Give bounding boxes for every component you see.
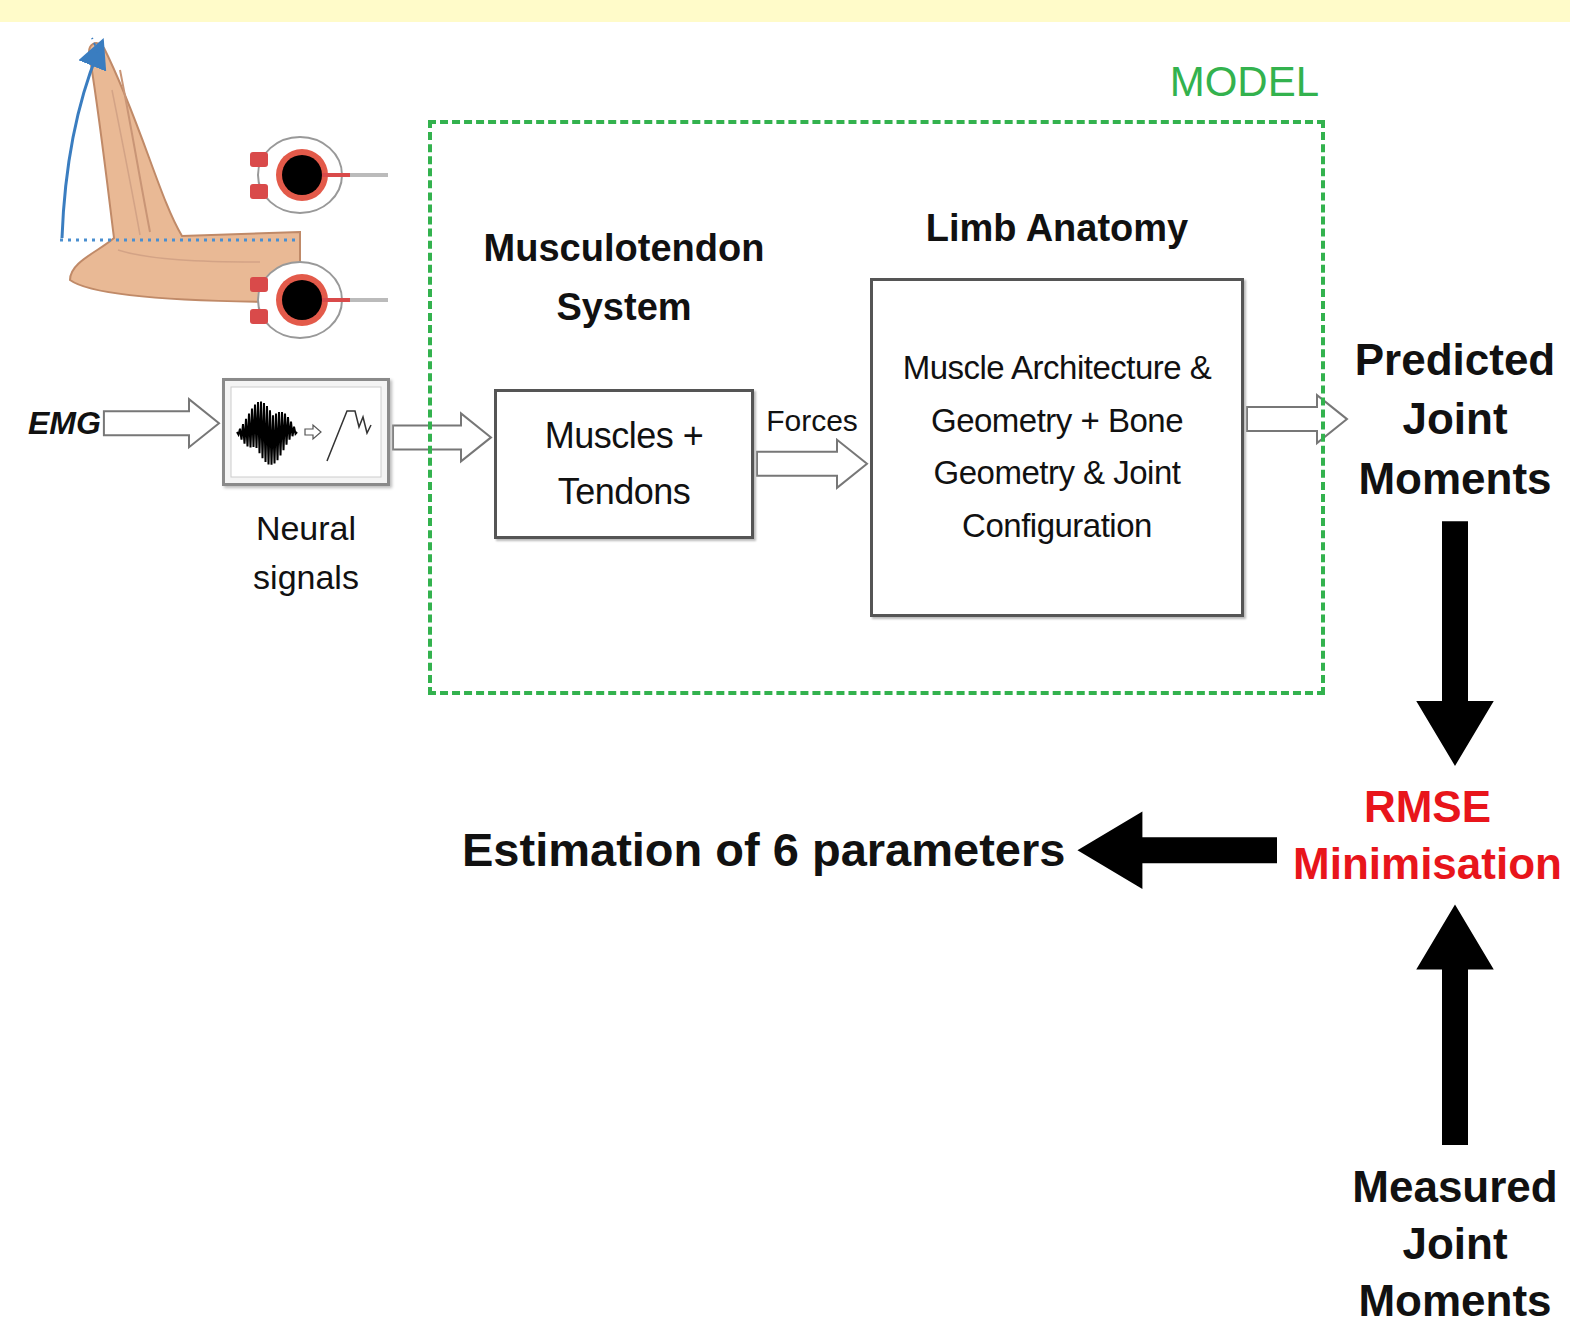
box-text: Muscle Architecture & Geometry + Bone Ge… — [887, 342, 1227, 553]
text-label: EMG — [28, 404, 101, 442]
text-label: Estimation of 6 parameters — [462, 822, 1065, 878]
box-heading: Musculotendon System — [454, 219, 794, 337]
hollow-arrow — [1247, 395, 1347, 443]
model-frame: MODELMusculotendon SystemMuscles + Tendo… — [428, 120, 1325, 695]
box-heading: Limb Anatomy — [926, 199, 1189, 258]
waveform-icon — [225, 381, 387, 483]
text-label: Measured Joint Moments — [1350, 1158, 1560, 1330]
neural-signal-box: Neural signals — [222, 378, 390, 603]
block-arrow — [1079, 813, 1276, 887]
text-label: Predicted Joint Moments — [1350, 330, 1560, 508]
hollow-arrow — [757, 440, 867, 488]
block-arrow — [1418, 906, 1492, 1144]
signal-name: EMG — [28, 404, 101, 442]
top-band — [0, 0, 1570, 22]
frame-heading: MODEL — [1170, 58, 1319, 106]
signal-caption: Neural signals — [222, 504, 390, 603]
hollow-arrow — [104, 399, 219, 447]
box-text: Muscles + Tendons — [511, 408, 737, 520]
estimation-label: Estimation of 6 parameters — [462, 822, 1065, 878]
block-arrow — [1418, 522, 1492, 764]
edge-label: Forces — [764, 404, 860, 438]
limb-anatomy-box: Limb AnatomyMuscle Architecture & Geomet… — [870, 199, 1244, 617]
hollow-arrow — [393, 413, 491, 461]
box-outline: Muscles + Tendons — [494, 389, 754, 539]
signal-box — [222, 378, 390, 486]
output-label: Predicted Joint Moments — [1350, 330, 1560, 508]
musculotendon-box: Musculotendon SystemMuscles + Tendons — [454, 219, 794, 539]
box-outline: Muscle Architecture & Geometry + Bone Ge… — [870, 278, 1244, 617]
text-label: RMSE Minimisation — [1290, 778, 1565, 892]
rmse-label: RMSE Minimisation — [1290, 778, 1565, 892]
input-label: Measured Joint Moments — [1350, 1158, 1560, 1330]
